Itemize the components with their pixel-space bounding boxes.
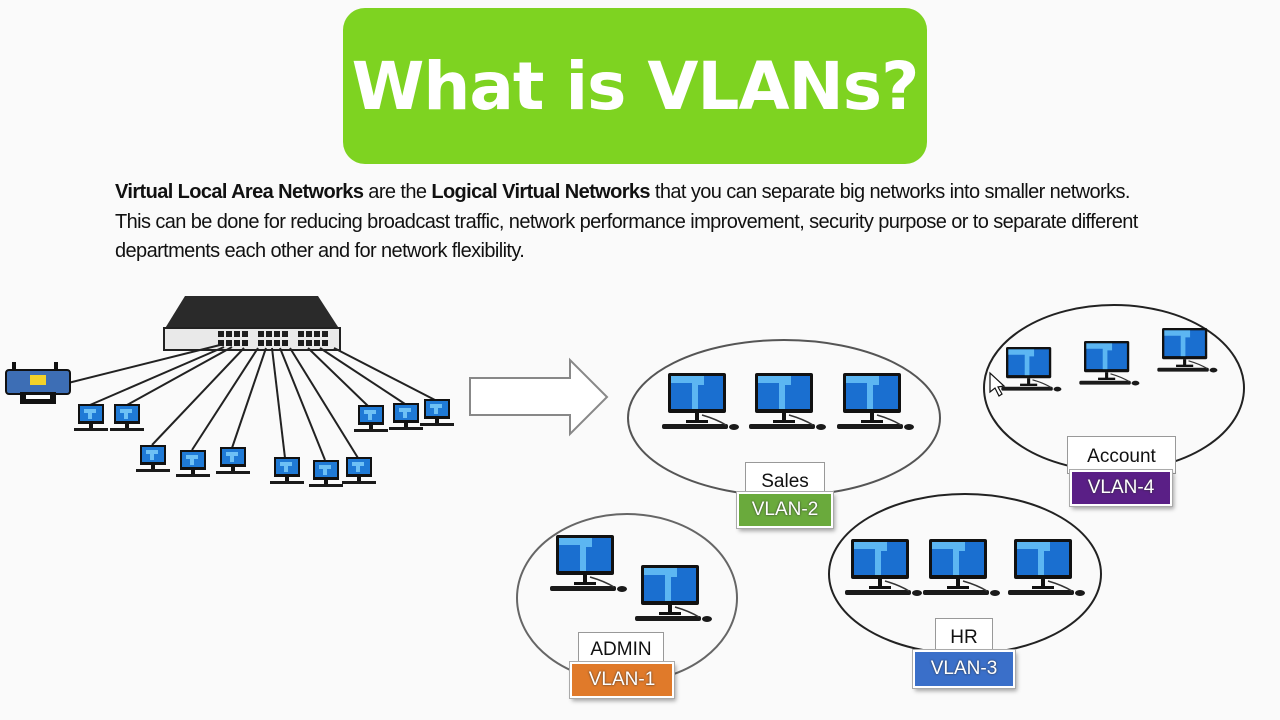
term-logical: Logical Virtual Networks xyxy=(431,181,650,203)
unsegmented-pcs xyxy=(74,399,454,487)
pc-icon xyxy=(922,538,1001,597)
pc-icon xyxy=(1000,346,1062,393)
pc-icon xyxy=(74,404,108,431)
right-arrow-icon xyxy=(469,357,609,437)
pc-icon xyxy=(136,445,170,472)
pc-icon xyxy=(176,450,210,477)
mouse-cursor-icon xyxy=(989,371,1006,397)
pc-icon xyxy=(389,403,423,430)
router-icon xyxy=(5,362,71,404)
pc-icon xyxy=(836,372,915,431)
description: Virtual Local Area Networks are the Logi… xyxy=(115,178,1155,267)
vlan-badge-4: VLAN-4 xyxy=(1070,470,1172,506)
pc-icon xyxy=(110,404,144,431)
pc-icon xyxy=(748,372,827,431)
pc-icon xyxy=(844,538,923,597)
network-cables xyxy=(67,344,436,461)
vlan-badge-3: VLAN-3 xyxy=(913,650,1015,688)
pc-icon xyxy=(634,564,713,623)
pc-icon xyxy=(309,460,343,487)
group-label-admin: ADMIN xyxy=(578,632,664,664)
group-label-hr: HR xyxy=(935,618,993,654)
title-banner: What is VLANs? xyxy=(343,8,927,164)
pc-icon xyxy=(1007,538,1086,597)
desc-text-1: are the xyxy=(363,181,432,203)
page-title: What is VLANs? xyxy=(351,47,920,125)
pc-icon xyxy=(270,457,304,484)
pc-icon xyxy=(420,399,454,426)
pc-icon xyxy=(549,534,628,593)
pc-icon xyxy=(342,457,376,484)
group-label-sales: Sales xyxy=(745,462,825,496)
term-vlan: Virtual Local Area Networks xyxy=(115,181,364,203)
network-switch-icon xyxy=(163,296,341,351)
pc-icon xyxy=(1156,327,1218,374)
pc-icon xyxy=(1078,340,1140,387)
vlan-badge-1: VLAN-1 xyxy=(570,662,674,698)
desc-text-2: that you can separate big networks into … xyxy=(115,181,1138,262)
vlan-badge-2: VLAN-2 xyxy=(737,492,833,528)
pc-icon xyxy=(661,372,740,431)
pc-icon xyxy=(216,447,250,474)
pc-icon xyxy=(354,405,388,432)
group-label-account: Account xyxy=(1067,436,1176,474)
